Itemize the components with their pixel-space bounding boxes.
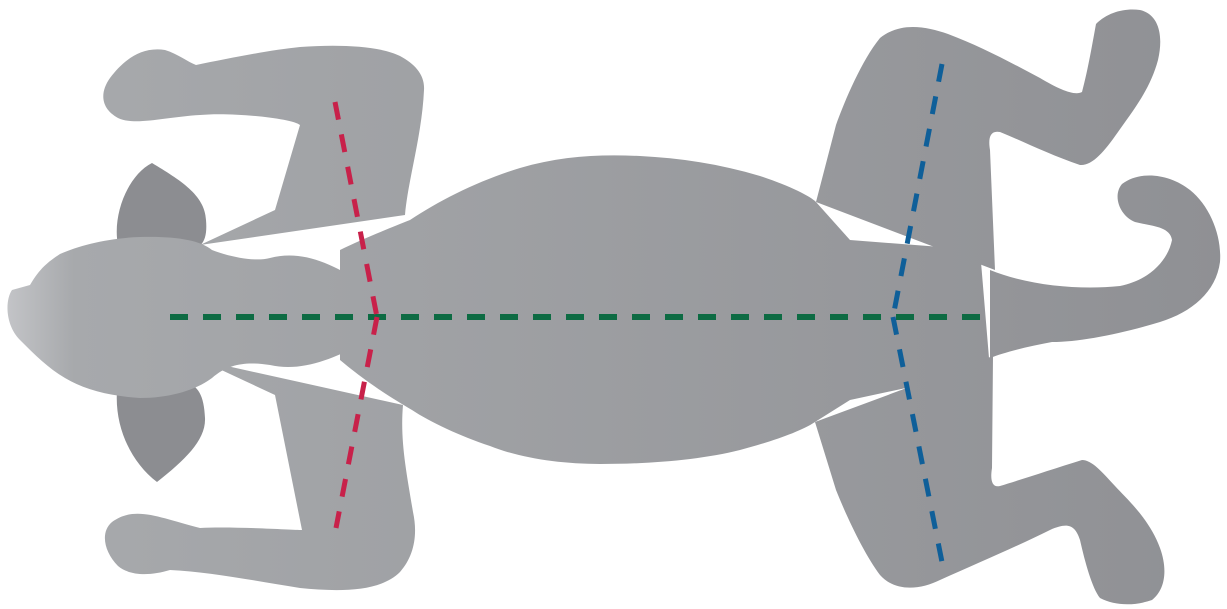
front-left-leg	[103, 45, 425, 245]
bottom-ear	[116, 382, 206, 482]
tail	[990, 175, 1221, 358]
front-legs-line	[332, 101, 380, 318]
hind-left-leg	[816, 9, 1161, 271]
hind-legs-line	[890, 63, 945, 318]
hind-right-leg	[815, 356, 1165, 605]
front-legs-line-lower	[333, 316, 380, 529]
torso	[340, 155, 990, 464]
front-right-leg	[104, 360, 416, 591]
hind-legs-line-lower	[890, 316, 945, 563]
top-ear	[116, 163, 207, 252]
